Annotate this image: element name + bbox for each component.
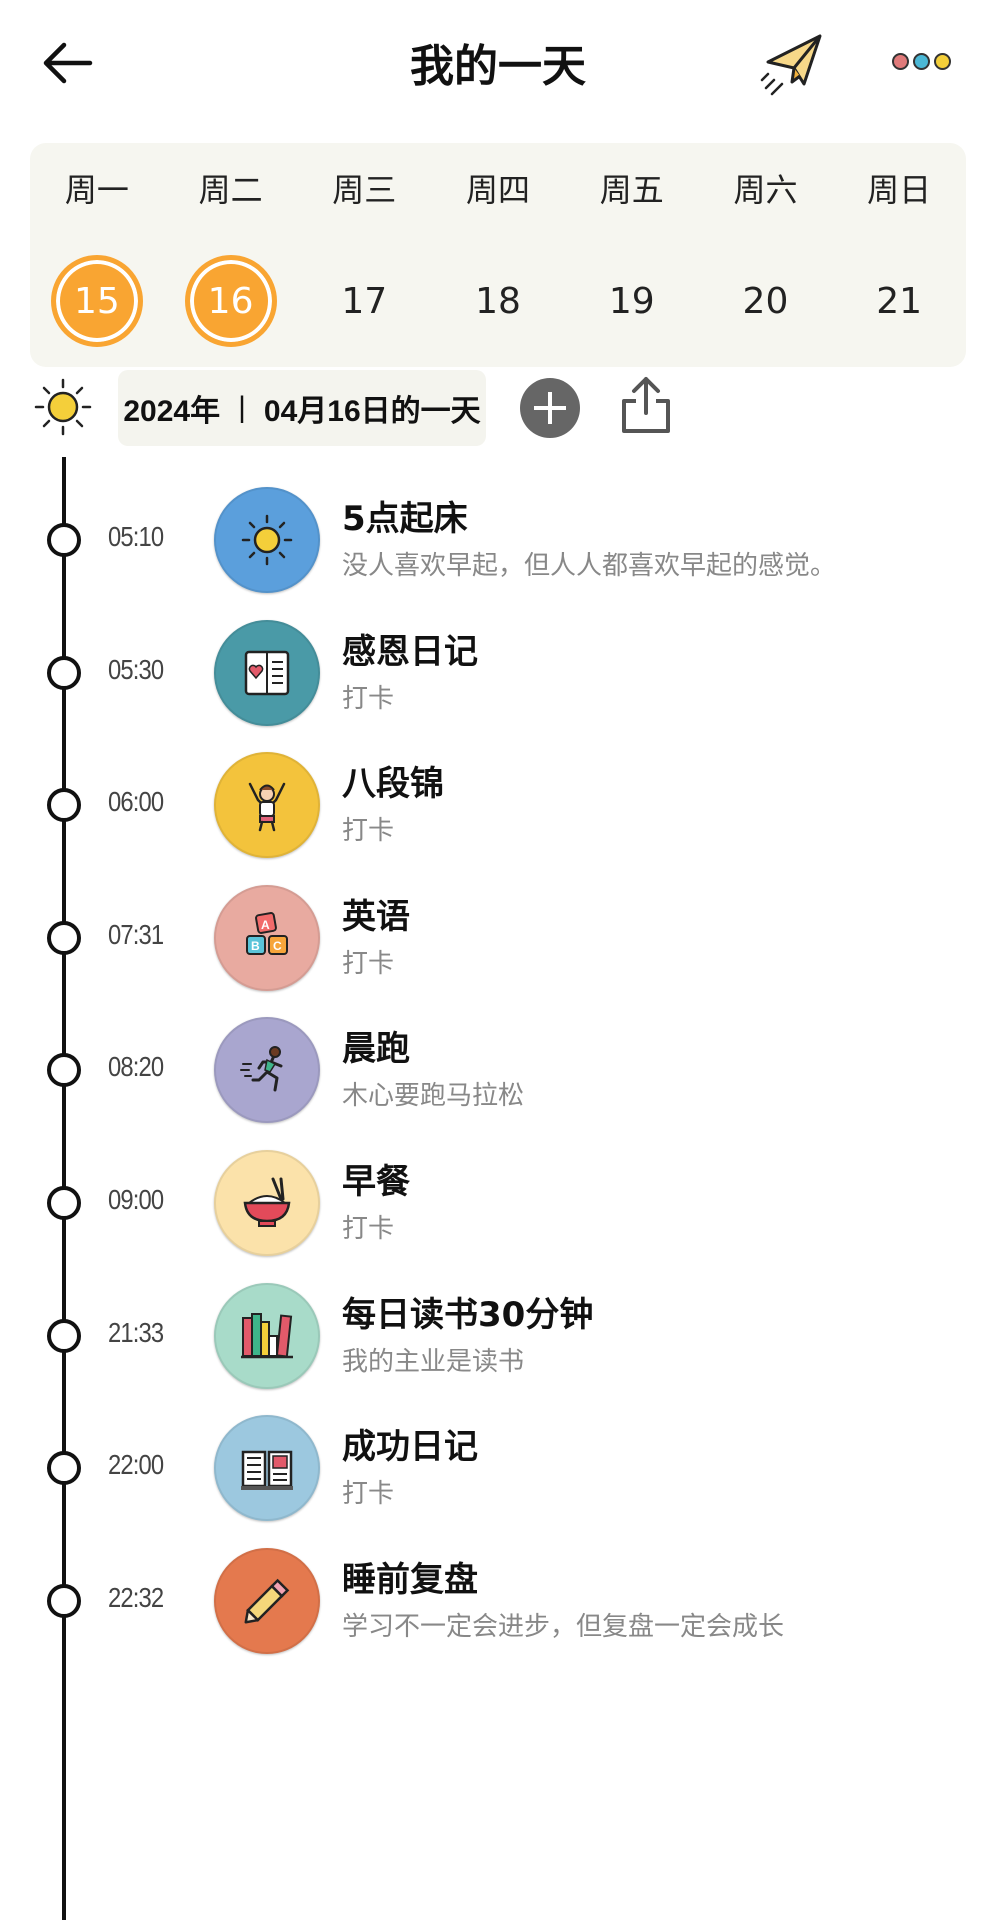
- svg-text:A: A: [261, 918, 270, 932]
- current-date-label: 2024年 | 04月16日的一天: [118, 370, 486, 446]
- menu-dot: [892, 52, 909, 70]
- weekday-label: 周四: [466, 171, 531, 209]
- date-cell[interactable]: 17: [297, 253, 431, 349]
- item-time: 22:00: [108, 1449, 164, 1480]
- timeline-item[interactable]: 09:00 早餐打卡: [0, 1122, 996, 1284]
- week-calendar: 周一 周二 周三 周四 周五 周六 周日 15 16 17 18 19 20 21: [30, 143, 966, 367]
- date-cell[interactable]: 18: [431, 253, 565, 349]
- item-time: 05:30: [108, 654, 164, 685]
- timeline-item[interactable]: 21:33 每日读书30分钟我的主业是读书: [0, 1255, 996, 1417]
- item-title: 八段锦: [342, 764, 444, 804]
- item-title: 每日读书30分钟: [342, 1295, 594, 1335]
- svg-text:C: C: [273, 939, 282, 953]
- date-cell[interactable]: 15: [30, 253, 164, 349]
- timeline-item[interactable]: 22:00 成功日记打卡: [0, 1387, 996, 1549]
- weekday-labels: 周一 周二 周三 周四 周五 周六 周日: [30, 165, 966, 211]
- week-dates: 15 16 17 18 19 20 21: [30, 253, 966, 349]
- date-cell[interactable]: 20: [699, 253, 833, 349]
- weekday-label: 周五: [599, 171, 664, 209]
- date-number-completed: 15: [50, 255, 143, 347]
- timeline-node: [47, 656, 81, 690]
- item-subtitle: 木心要跑马拉松: [342, 1081, 525, 1111]
- date-day: 04月16日的一天: [263, 395, 481, 428]
- app-header: 我的一天: [0, 0, 996, 130]
- timeline-item[interactable]: 05:30 感恩日记打卡: [0, 592, 996, 754]
- timeline-node: [47, 1186, 81, 1220]
- item-title: 5点起床: [342, 499, 468, 539]
- timeline-node: [47, 1053, 81, 1087]
- sun-icon[interactable]: [214, 487, 320, 593]
- item-time: 22:32: [108, 1582, 164, 1613]
- timeline-item[interactable]: 05:10 5点起床没人喜欢早起，但人人都喜欢早起的感觉。: [0, 459, 996, 621]
- date-year: 2024年: [123, 395, 221, 428]
- timeline-node: [47, 523, 81, 557]
- back-arrow-icon[interactable]: [38, 38, 98, 88]
- menu-dot: [934, 52, 951, 70]
- item-time: 05:10: [108, 521, 164, 552]
- item-title: 成功日记: [342, 1427, 478, 1467]
- menu-dot: [913, 52, 930, 70]
- timeline-node: [47, 1584, 81, 1618]
- date-number: 17: [341, 280, 388, 322]
- timeline-node: [47, 1319, 81, 1353]
- timeline-item[interactable]: 06:00 八段锦打卡: [0, 724, 996, 886]
- item-subtitle: 没人喜欢早起，但人人都喜欢早起的感觉。: [342, 551, 837, 581]
- books-icon[interactable]: [214, 1283, 320, 1389]
- runner-icon[interactable]: [214, 1017, 320, 1123]
- weekday-label: 周日: [867, 171, 932, 209]
- item-subtitle: 打卡: [342, 1479, 395, 1509]
- timeline-node: [47, 788, 81, 822]
- timeline-node: [47, 921, 81, 955]
- item-time: 09:00: [108, 1184, 164, 1215]
- date-number: 20: [742, 280, 789, 322]
- timeline-node: [47, 1451, 81, 1485]
- item-time: 08:20: [108, 1051, 164, 1082]
- date-number: 18: [475, 280, 521, 322]
- weekday-label: 周一: [64, 171, 129, 209]
- item-title: 早餐: [342, 1162, 410, 1202]
- weekday-label: 周三: [332, 171, 397, 209]
- item-title: 感恩日记: [342, 632, 478, 672]
- page-title: 我的一天: [410, 41, 586, 92]
- date-cell[interactable]: 16: [164, 253, 298, 349]
- date-number: 21: [876, 280, 923, 322]
- open-book-icon[interactable]: [214, 1415, 320, 1521]
- item-subtitle: 打卡: [342, 1214, 395, 1244]
- date-cell[interactable]: 21: [832, 253, 966, 349]
- item-time: 07:31: [108, 919, 164, 950]
- date-separator: |: [238, 391, 246, 424]
- svg-text:B: B: [251, 939, 260, 953]
- rice-bowl-icon[interactable]: [214, 1150, 320, 1256]
- item-subtitle: 打卡: [342, 816, 395, 846]
- item-subtitle: 打卡: [342, 949, 395, 979]
- item-subtitle: 我的主业是读书: [342, 1347, 525, 1377]
- date-number: 19: [608, 280, 655, 322]
- item-subtitle: 打卡: [342, 684, 395, 714]
- exercise-person-icon[interactable]: [214, 752, 320, 858]
- item-title: 英语: [342, 897, 410, 937]
- timeline-item[interactable]: 08:20 晨跑木心要跑马拉松: [0, 989, 996, 1151]
- date-number-completed: 16: [184, 255, 277, 347]
- weekday-label: 周二: [198, 171, 263, 209]
- journal-heart-icon[interactable]: [214, 620, 320, 726]
- item-time: 21:33: [108, 1317, 164, 1348]
- more-menu-icon[interactable]: [892, 50, 954, 72]
- share-icon[interactable]: [618, 373, 674, 437]
- item-title: 睡前复盘: [342, 1560, 478, 1600]
- date-cell[interactable]: 19: [565, 253, 699, 349]
- timeline-item[interactable]: 22:32 睡前复盘学习不一定会进步，但复盘一定会成长: [0, 1520, 996, 1682]
- weekday-label: 周六: [733, 171, 798, 209]
- paper-plane-icon[interactable]: [760, 28, 828, 96]
- add-button[interactable]: [520, 378, 580, 438]
- item-title: 晨跑: [342, 1029, 410, 1069]
- item-time: 06:00: [108, 786, 164, 817]
- pencil-icon[interactable]: [214, 1548, 320, 1654]
- sun-icon: [32, 376, 94, 438]
- item-subtitle: 学习不一定会进步，但复盘一定会成长: [342, 1612, 785, 1642]
